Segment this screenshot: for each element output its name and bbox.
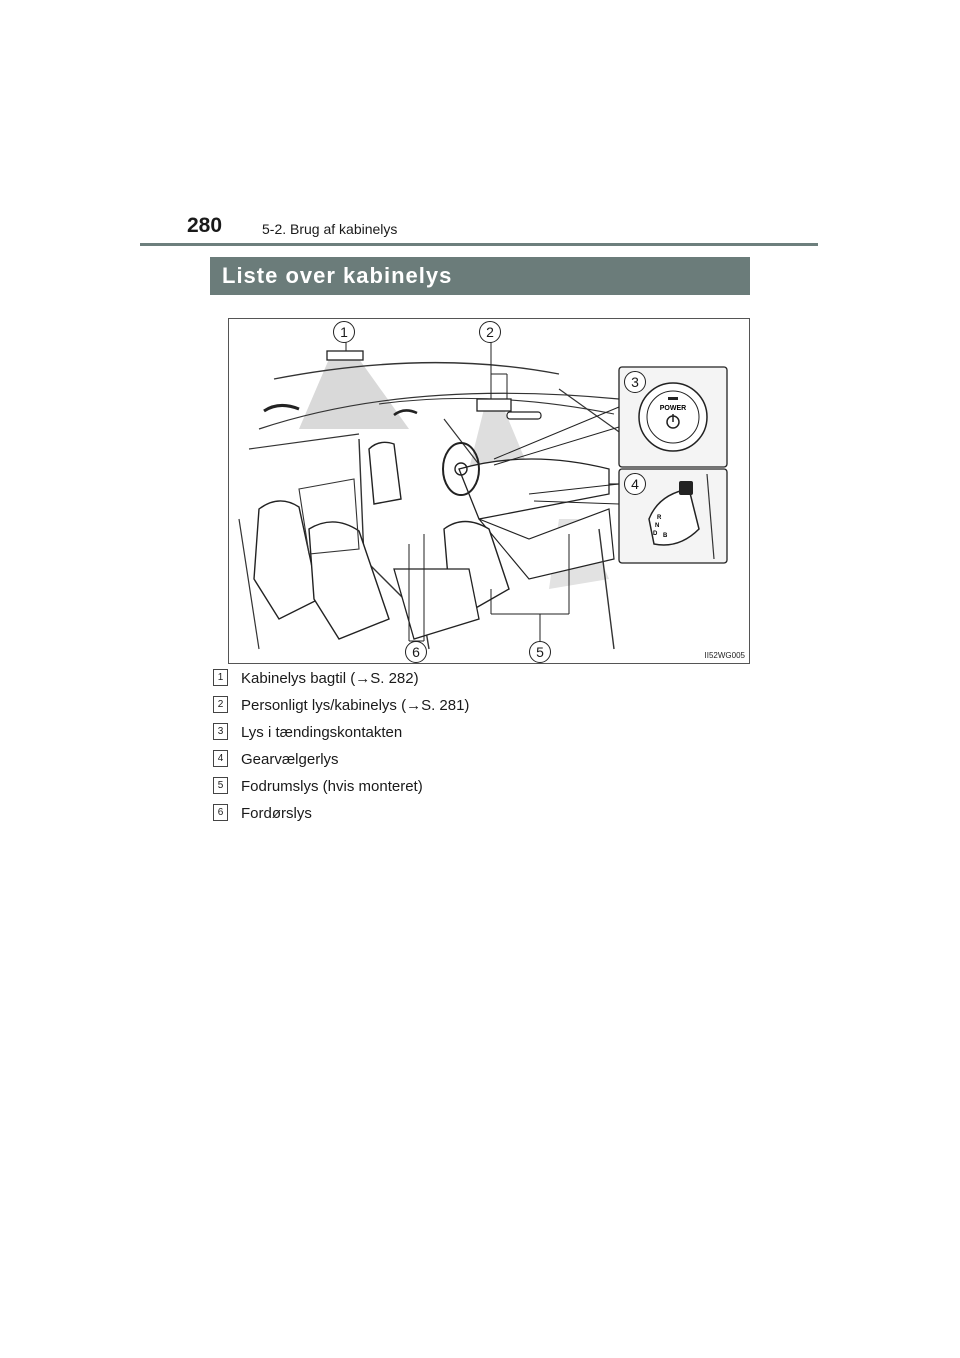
rear-cabin-light (326, 350, 364, 361)
shift-lever (648, 488, 700, 546)
shift-letter-r: R (657, 515, 662, 521)
legend-text: Fodrumslys (hvis monteret) (241, 778, 423, 795)
rear-light-cone (299, 359, 409, 429)
legend-number: 1 (213, 668, 228, 686)
interior-drawing: POWER R N D B (238, 342, 728, 650)
list-item: 2 Personligt lys/kabinelys (→S. 281) (213, 695, 470, 724)
legend-text: Kabinelys bagtil (→S. 282) (241, 670, 419, 687)
list-item: 5 Fodrumslys (hvis monteret) (213, 776, 469, 805)
rear-seat-left (253, 500, 320, 620)
legend-number: 2 (213, 695, 228, 713)
shift-letter-b: B (663, 533, 668, 539)
rear-view-mirror (506, 411, 542, 420)
driver-seat (368, 441, 402, 505)
legend-text: Gearvælgerlys (241, 751, 339, 768)
list-item: 3 Lys i tændingskontakten (213, 722, 469, 751)
list-item: 4 Gearvælgerlys (213, 749, 469, 778)
callout-3: 3 (624, 371, 646, 393)
legend-text: Fordørslys (241, 805, 312, 822)
cabin-lights-illustration: POWER R N D B 1 2 3 4 5 6 II52WG005 (228, 318, 750, 664)
legend-number: 4 (213, 749, 228, 767)
glove-box (478, 508, 615, 580)
rear-seat-center (308, 521, 390, 640)
callout-1: 1 (333, 321, 355, 343)
personal-light-cone (469, 409, 529, 469)
legend-number: 3 (213, 722, 228, 740)
header-divider (140, 243, 818, 246)
legend-list: 1 Kabinelys bagtil (→S. 282) 2 Personligt … (213, 668, 470, 832)
legend-number: 6 (213, 803, 228, 821)
legend-number: 5 (213, 776, 228, 794)
list-item: 1 Kabinelys bagtil (→S. 282) (213, 668, 469, 697)
shift-letter-n: N (655, 523, 659, 529)
callout-5: 5 (529, 641, 551, 663)
shift-letter-d: D (653, 531, 658, 537)
section-title: 5-2. Brug af kabinelys (262, 221, 398, 237)
figure-code: II52WG005 (704, 651, 745, 660)
callout-2: 2 (479, 321, 501, 343)
callout-6: 6 (405, 641, 427, 663)
page-title: Liste over kabinelys (210, 257, 750, 295)
callout-4: 4 (624, 473, 646, 495)
overhead-console (476, 398, 512, 412)
legend-text: Personligt lys/kabinelys (→S. 281) (241, 697, 470, 714)
page-number: 280 (187, 214, 223, 237)
power-label: POWER (660, 405, 686, 412)
list-item: 6 Fordørslys (213, 803, 469, 832)
legend-text: Lys i tændingskontakten (241, 724, 403, 741)
